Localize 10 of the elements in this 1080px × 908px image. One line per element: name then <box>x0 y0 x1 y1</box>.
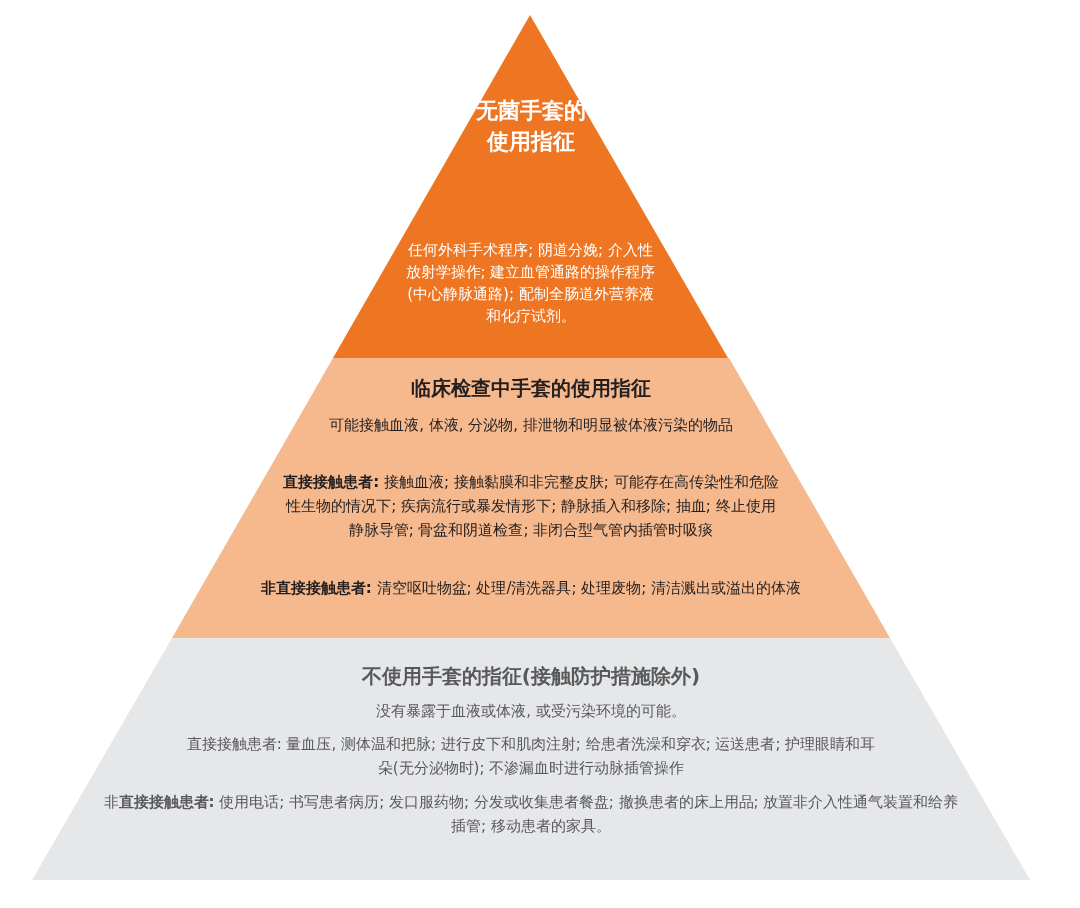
description-text: 没有暴露于血液或体液, 或受污染环境的可能。 <box>375 701 687 722</box>
description-text: 可能接触血液, 体液, 分泌物, 排泄物和明显被体液污染的物品 <box>328 415 734 436</box>
band-heading: 不使用手套的指征(接触防护措施除外) <box>360 663 702 690</box>
description-text: 直接接触患者: 接触血液; 接触黏膜和非完整皮肤; 可能存在高传染性和危险性生物的情况下; 疾病流行或暴发情形下; 静脉插入和移除; 抽血; 终止使用静脉导管; 骨盆和阴道检查; 非闭合型气管内插管时吸痰 <box>282 472 780 541</box>
description-text: 任何外科手术程序; 阴道分娩; 介入性放射学操作; 建立血管通路的操作程序(中心静脉通路); 配制全肠道外营养液和化疗试剂。 <box>405 240 656 327</box>
band-heading: 无菌手套的使用指征 <box>475 97 586 156</box>
description-text: 非直接接触患者: 使用电话; 书写患者病历; 发口服药物; 分发或收集患者餐盘; 撤换患者的床上用品; 放置非介入性通气装置和给养插管; 移动患者的家具。 <box>102 792 960 837</box>
description-text: 直接接触患者: 量血压, 测体温和把脉; 进行皮下和肌肉注射; 给患者洗澡和穿衣; 运送患者; 护理眼睛和耳朵(无分泌物时); 不渗漏血时进行动脉插管操作 <box>185 734 877 779</box>
description-text: 非直接接触患者: 清空呕吐物盆; 处理/清洗器具; 处理废物; 清洁溅出或溢出的体液 <box>259 578 803 599</box>
band-heading: 临床检查中手套的使用指征 <box>410 375 652 402</box>
